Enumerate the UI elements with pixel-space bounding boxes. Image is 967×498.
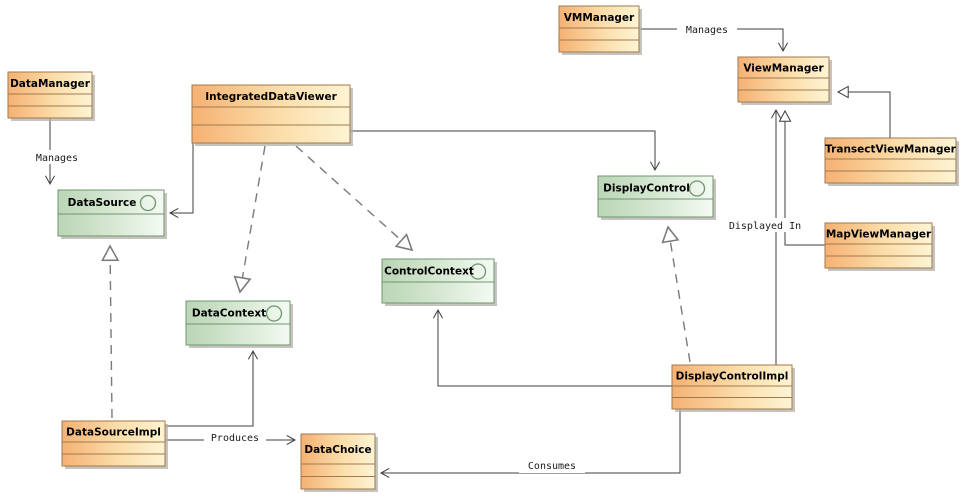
- uml-class-controlcontext[interactable]: ControlContext: [381, 258, 497, 306]
- uml-class-displaycontrolimpl[interactable]: DisplayControlImpl: [671, 364, 795, 412]
- class-name-label: DisplayControl: [603, 183, 690, 195]
- class-body: [558, 5, 640, 53]
- uml-class-datachoice[interactable]: DataChoice: [300, 433, 378, 492]
- edge-idv-realizes-datacontext: [233, 145, 266, 294]
- interface-circle-icon: [139, 194, 157, 212]
- edge-transectviewmanager-extends-viewmanager: [836, 85, 891, 138]
- uml-class-datacontext[interactable]: DataContext: [185, 300, 293, 348]
- class-body: [57, 189, 165, 237]
- uml-class-mapviewmanager[interactable]: MapViewManager: [824, 222, 935, 271]
- class-name-label: DataChoice: [304, 444, 371, 456]
- edge-idv-to-datasource: [168, 143, 194, 219]
- edge-displaycontrolimpl-realizes-displaycontrol: [661, 225, 691, 363]
- uml-class-vmmanager[interactable]: VMManager: [558, 5, 642, 55]
- class-name-label: DataSource: [68, 197, 137, 209]
- class-body: [7, 71, 93, 119]
- class-name-label: ControlContext: [384, 266, 474, 278]
- edge-label-manages-datasource: Manages: [36, 153, 78, 164]
- class-name-label: IntegratedDataViewer: [205, 91, 337, 103]
- edge-layer: [44, 28, 891, 479]
- class-body: [824, 137, 957, 184]
- class-name-label: VMManager: [564, 12, 635, 24]
- uml-class-viewmanager[interactable]: ViewManager: [737, 56, 832, 105]
- class-name-label: ViewManager: [743, 63, 824, 75]
- uml-class-displaycontrol[interactable]: DisplayControl: [597, 175, 716, 220]
- class-body: [671, 364, 793, 410]
- edge-datasourceimpl-to-datacontext: [165, 349, 259, 427]
- class-name-label: DataContext: [192, 308, 266, 320]
- edge-mapviewmanager-extends-viewmanager: [778, 109, 825, 246]
- class-name-label: MapViewManager: [826, 229, 932, 241]
- uml-class-datasourceimpl[interactable]: DataSourceImpl: [61, 420, 168, 469]
- edge-idv-to-displaycontrol: [350, 130, 661, 172]
- edge-label-layer: Manages Manages Displayed In Produces Co…: [27, 22, 804, 473]
- uml-class-datamanager[interactable]: DataManager: [7, 71, 95, 121]
- edge-label-consumes: Consumes: [528, 461, 576, 472]
- edge-idv-realizes-controlcontext: [295, 145, 414, 252]
- edge-consumes: [379, 409, 681, 479]
- uml-class-integrateddataviewer[interactable]: IntegratedDataViewer: [191, 84, 353, 146]
- uml-class-transectviewmanager[interactable]: TransectViewManager: [824, 137, 959, 186]
- class-body: [185, 300, 291, 346]
- class-name-label: DataManager: [10, 78, 91, 90]
- interface-circle-icon: [469, 263, 487, 280]
- class-body: [61, 420, 166, 467]
- class-body: [300, 433, 376, 490]
- class-name-label: DataSourceImpl: [66, 427, 161, 439]
- interface-circle-icon: [688, 180, 706, 197]
- class-body: [737, 56, 830, 103]
- class-name-label: TransectViewManager: [825, 144, 956, 156]
- interface-circle-icon: [265, 305, 283, 322]
- edge-label-produces: Produces: [211, 433, 259, 444]
- edge-datasourceimpl-realizes-datasource: [101, 244, 120, 419]
- class-body: [191, 84, 351, 144]
- edge-label-manages-viewmanager: Manages: [686, 25, 728, 36]
- class-body: [381, 258, 495, 304]
- class-body: [824, 222, 933, 269]
- edge-displaycontrolimpl-to-controlcontext: [432, 308, 672, 387]
- class-name-label: DisplayControlImpl: [676, 371, 789, 383]
- uml-class-datasource[interactable]: DataSource: [57, 189, 167, 239]
- class-body: [597, 175, 714, 218]
- edge-label-displayed-in: Displayed In: [729, 221, 801, 232]
